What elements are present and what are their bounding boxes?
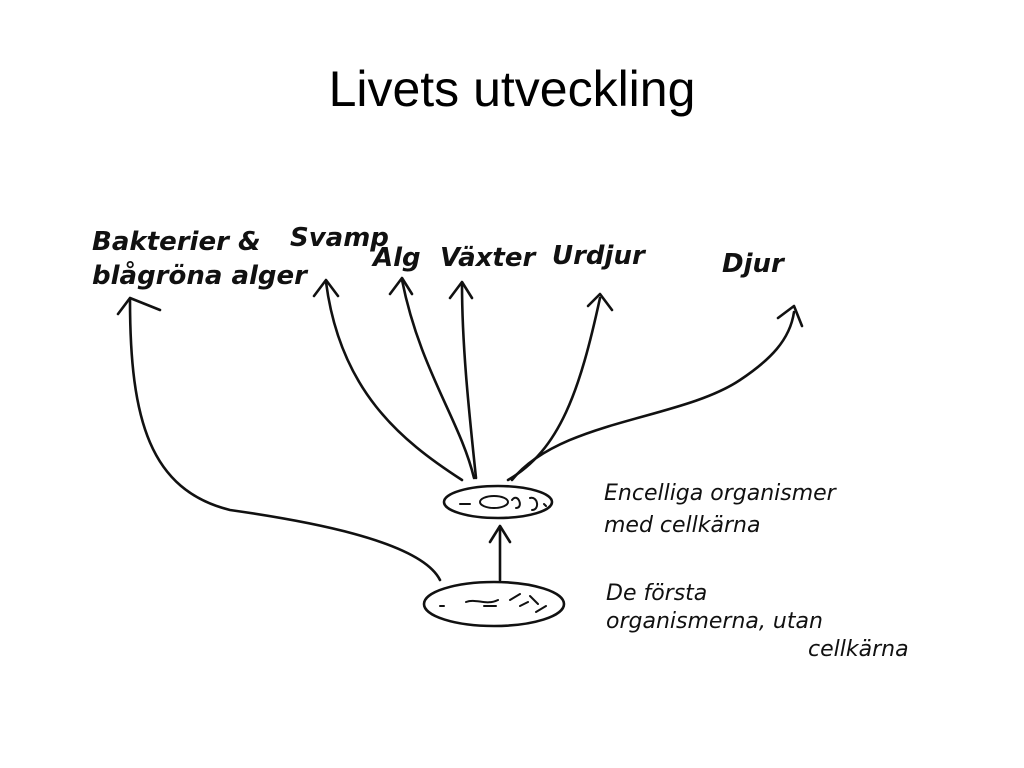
arrowhead-alg xyxy=(388,276,414,296)
branch-djur xyxy=(510,310,796,482)
eukaryote-organelle-icon xyxy=(459,496,547,511)
label-eukaryote-line1: Encelliga organismer xyxy=(604,481,838,506)
label-urdjur: Urdjur xyxy=(552,241,647,271)
arrowhead-bakterier xyxy=(116,296,162,316)
label-prokaryote-line2: organismerna, utan xyxy=(606,609,823,634)
prokaryote-dna-icon xyxy=(439,593,547,613)
label-bakterier-line1: Bakterier & xyxy=(92,227,261,257)
branch-urdjur xyxy=(506,296,602,482)
branch-bakterier xyxy=(128,298,442,582)
prokaryote-cell-icon xyxy=(422,580,566,628)
branch-vaxter xyxy=(460,282,478,480)
arrowhead-prokaryote-to-eukaryote xyxy=(488,524,512,544)
arrowhead-vaxter xyxy=(448,280,474,300)
branch-svamp xyxy=(324,280,464,482)
eukaryote-nucleus-icon xyxy=(479,495,509,509)
label-vaxter: Växter xyxy=(440,243,537,273)
arrowhead-urdjur xyxy=(586,292,614,312)
label-prokaryote-line1: De första xyxy=(606,581,707,606)
branch-alg xyxy=(400,278,476,480)
label-svamp: Svamp xyxy=(290,223,389,253)
label-prokaryote-line3: cellkärna xyxy=(808,637,909,662)
label-bakterier-line2: blågröna alger xyxy=(92,260,309,291)
arrowhead-djur xyxy=(776,304,804,328)
slide-title: Livets utveckling xyxy=(328,61,696,117)
label-alg: Alg xyxy=(371,243,421,273)
label-djur: Djur xyxy=(722,249,786,279)
label-eukaryote-line2: med cellkärna xyxy=(604,513,760,538)
eukaryote-cell-icon xyxy=(442,484,554,520)
arrowhead-svamp xyxy=(312,278,340,298)
